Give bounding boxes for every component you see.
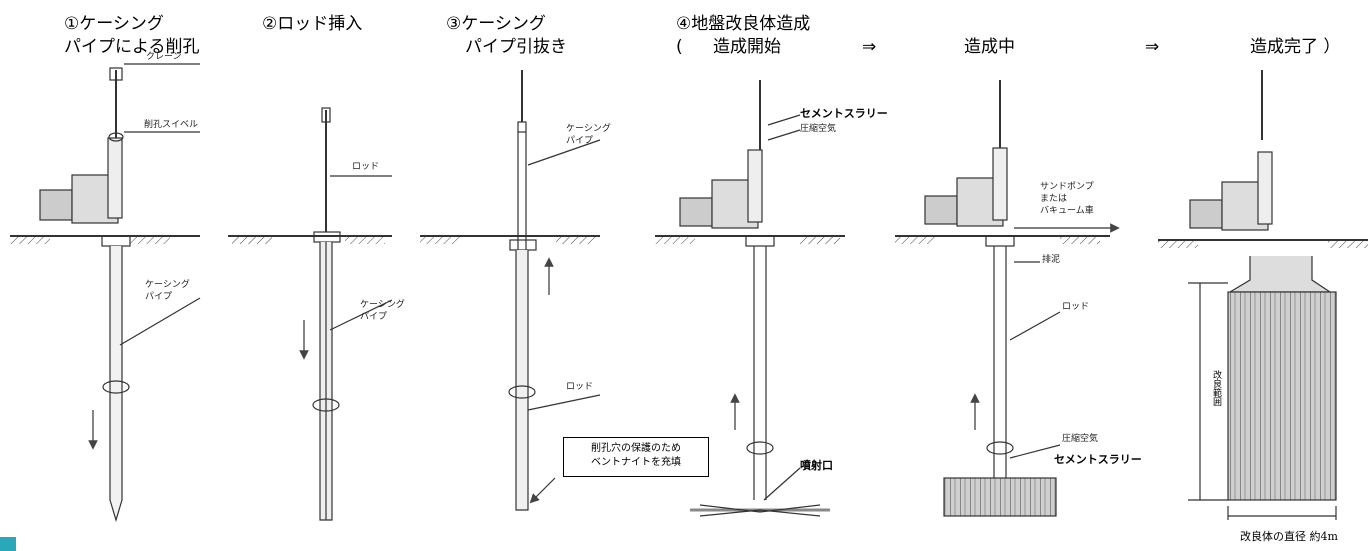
label-drill-swivel: 削孔スイベル [144, 120, 199, 130]
label-casing-3: ケーシング [566, 124, 611, 134]
label-improvement-range: 改良範囲 [1211, 370, 1221, 406]
diagram-6-complete [1158, 70, 1368, 520]
step1-title-line2: パイプによる削孔 [64, 37, 200, 57]
label-crane: クレーン [146, 52, 182, 62]
step4-title: ④地盤改良体造成 [676, 14, 811, 34]
diagram-1-drilling [10, 63, 201, 523]
label-pipe-1: パイプ [145, 292, 173, 302]
bentonite-callout: 削孔穴の保護のため ベントナイトを充填 [563, 437, 709, 477]
label-cement-slurry-4: セメントスラリー [800, 107, 888, 120]
label-cement-slurry-5: セメントスラリー [1054, 453, 1142, 466]
label-compressed-air-5: 圧縮空気 [1062, 434, 1099, 444]
label-sand-pump: サンドポンプ [1040, 182, 1094, 192]
stage-arrow-1: ⇒ [862, 37, 877, 57]
stage-start: 造成開始 [713, 37, 781, 57]
label-rod-3: ロッド [566, 382, 594, 392]
step3-title-line1: ③ケーシング [446, 14, 546, 34]
callout-line-1: 削孔穴の保護のため [591, 443, 681, 454]
label-compressed-air-4: 圧縮空気 [800, 124, 837, 134]
label-nozzle-4: 噴射口 [800, 459, 833, 472]
diagram-3-casing-extraction [420, 70, 601, 511]
label-rod-5: ロッド [1062, 302, 1090, 312]
step4-open-paren: ( [676, 37, 683, 57]
step2-title: ②ロッド挿入 [262, 14, 363, 34]
callout-line-2: ベントナイトを充填 [591, 457, 681, 468]
label-casing-2: ケーシング [360, 300, 405, 310]
label-casing-1: ケーシング [145, 280, 190, 290]
stage-arrow-2: ⇒ [1145, 37, 1160, 57]
step3-title-line2: パイプ引抜き [465, 37, 567, 57]
step1-title-line1: ①ケーシング [64, 14, 164, 34]
label-pipe-2: パイプ [360, 312, 388, 322]
label-vacuum-truck: バキューム車 [1040, 206, 1094, 216]
diagram-2-rod-insertion [228, 107, 393, 521]
label-rod-2: ロッド [352, 162, 380, 172]
diagram-5-middle [895, 80, 1120, 517]
label-pipe-3: パイプ [566, 136, 594, 146]
diagram-4-start [655, 80, 845, 517]
dimension-label: 改良体の直径 約4m [1240, 530, 1338, 543]
label-or: または [1040, 194, 1068, 204]
corner-accent [0, 537, 16, 551]
stage-end: 造成完了 ） [1250, 37, 1341, 57]
stage-middle: 造成中 [964, 37, 1015, 57]
label-drain: 排泥 [1042, 255, 1061, 265]
